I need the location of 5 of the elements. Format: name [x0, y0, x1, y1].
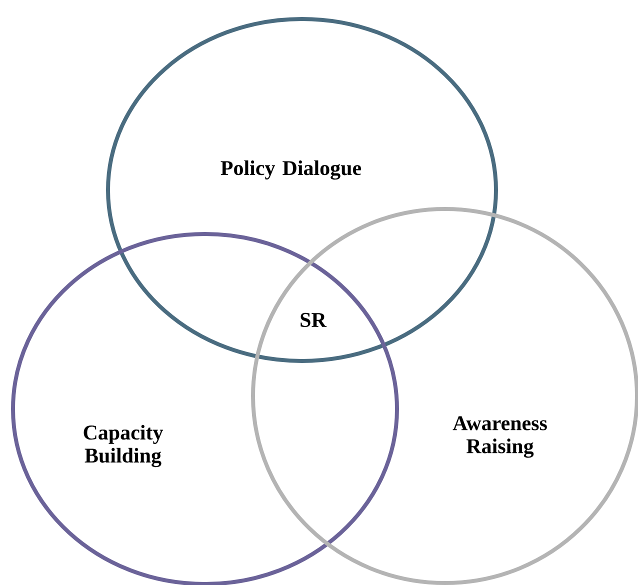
- circle-label: Capacity Building: [84, 424, 164, 468]
- circle: [106, 17, 498, 363]
- circle-label: Policy Dialogue: [220, 160, 362, 180]
- circle-label: Awareness Raising: [452, 416, 547, 458]
- overlap-label: SR: [300, 312, 327, 328]
